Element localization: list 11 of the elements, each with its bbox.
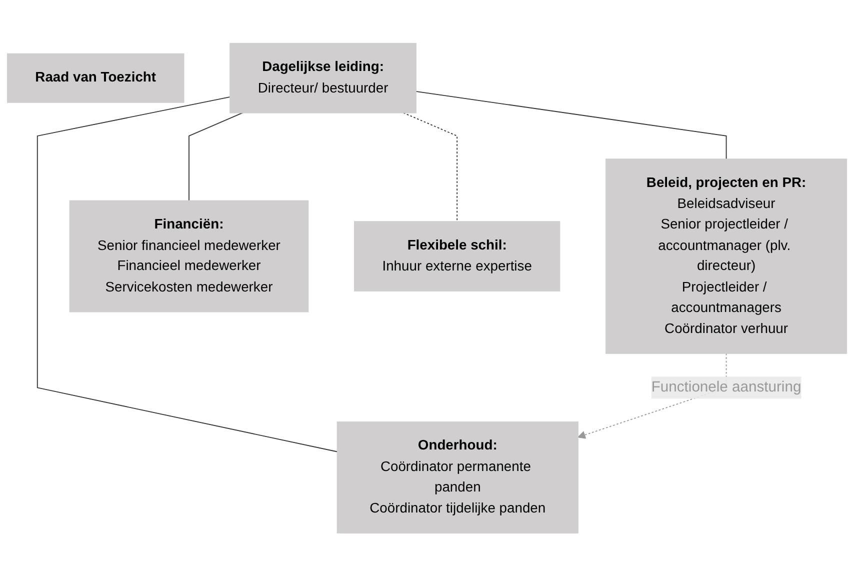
connector	[416, 90, 727, 160]
node-box: Onderhoud: Coördinator permanente panden Coördinator tijdelijke panden	[336, 421, 578, 534]
node-box: Flexibele schil: Inhuur externe expertise	[354, 220, 560, 292]
node-box: Beleid, projecten en PR: Beleidsadviseur Senior projectleider / accountmanager (plv. directeur) Projectleider / accountmanagers Coördinator verhuur	[606, 158, 848, 354]
connector	[36, 96, 338, 452]
node-box: Raad van Toezicht	[6, 53, 184, 103]
connector	[188, 112, 244, 201]
connector	[403, 112, 458, 222]
node-box: Financiën: Senior financieel medewerker Financieel medewerker Servicekosten medewerker	[69, 200, 309, 312]
node-box: Dagelijkse leiding: Directeur/ bestuurder	[230, 42, 416, 114]
edge-label: Functionele aansturing	[651, 379, 802, 395]
